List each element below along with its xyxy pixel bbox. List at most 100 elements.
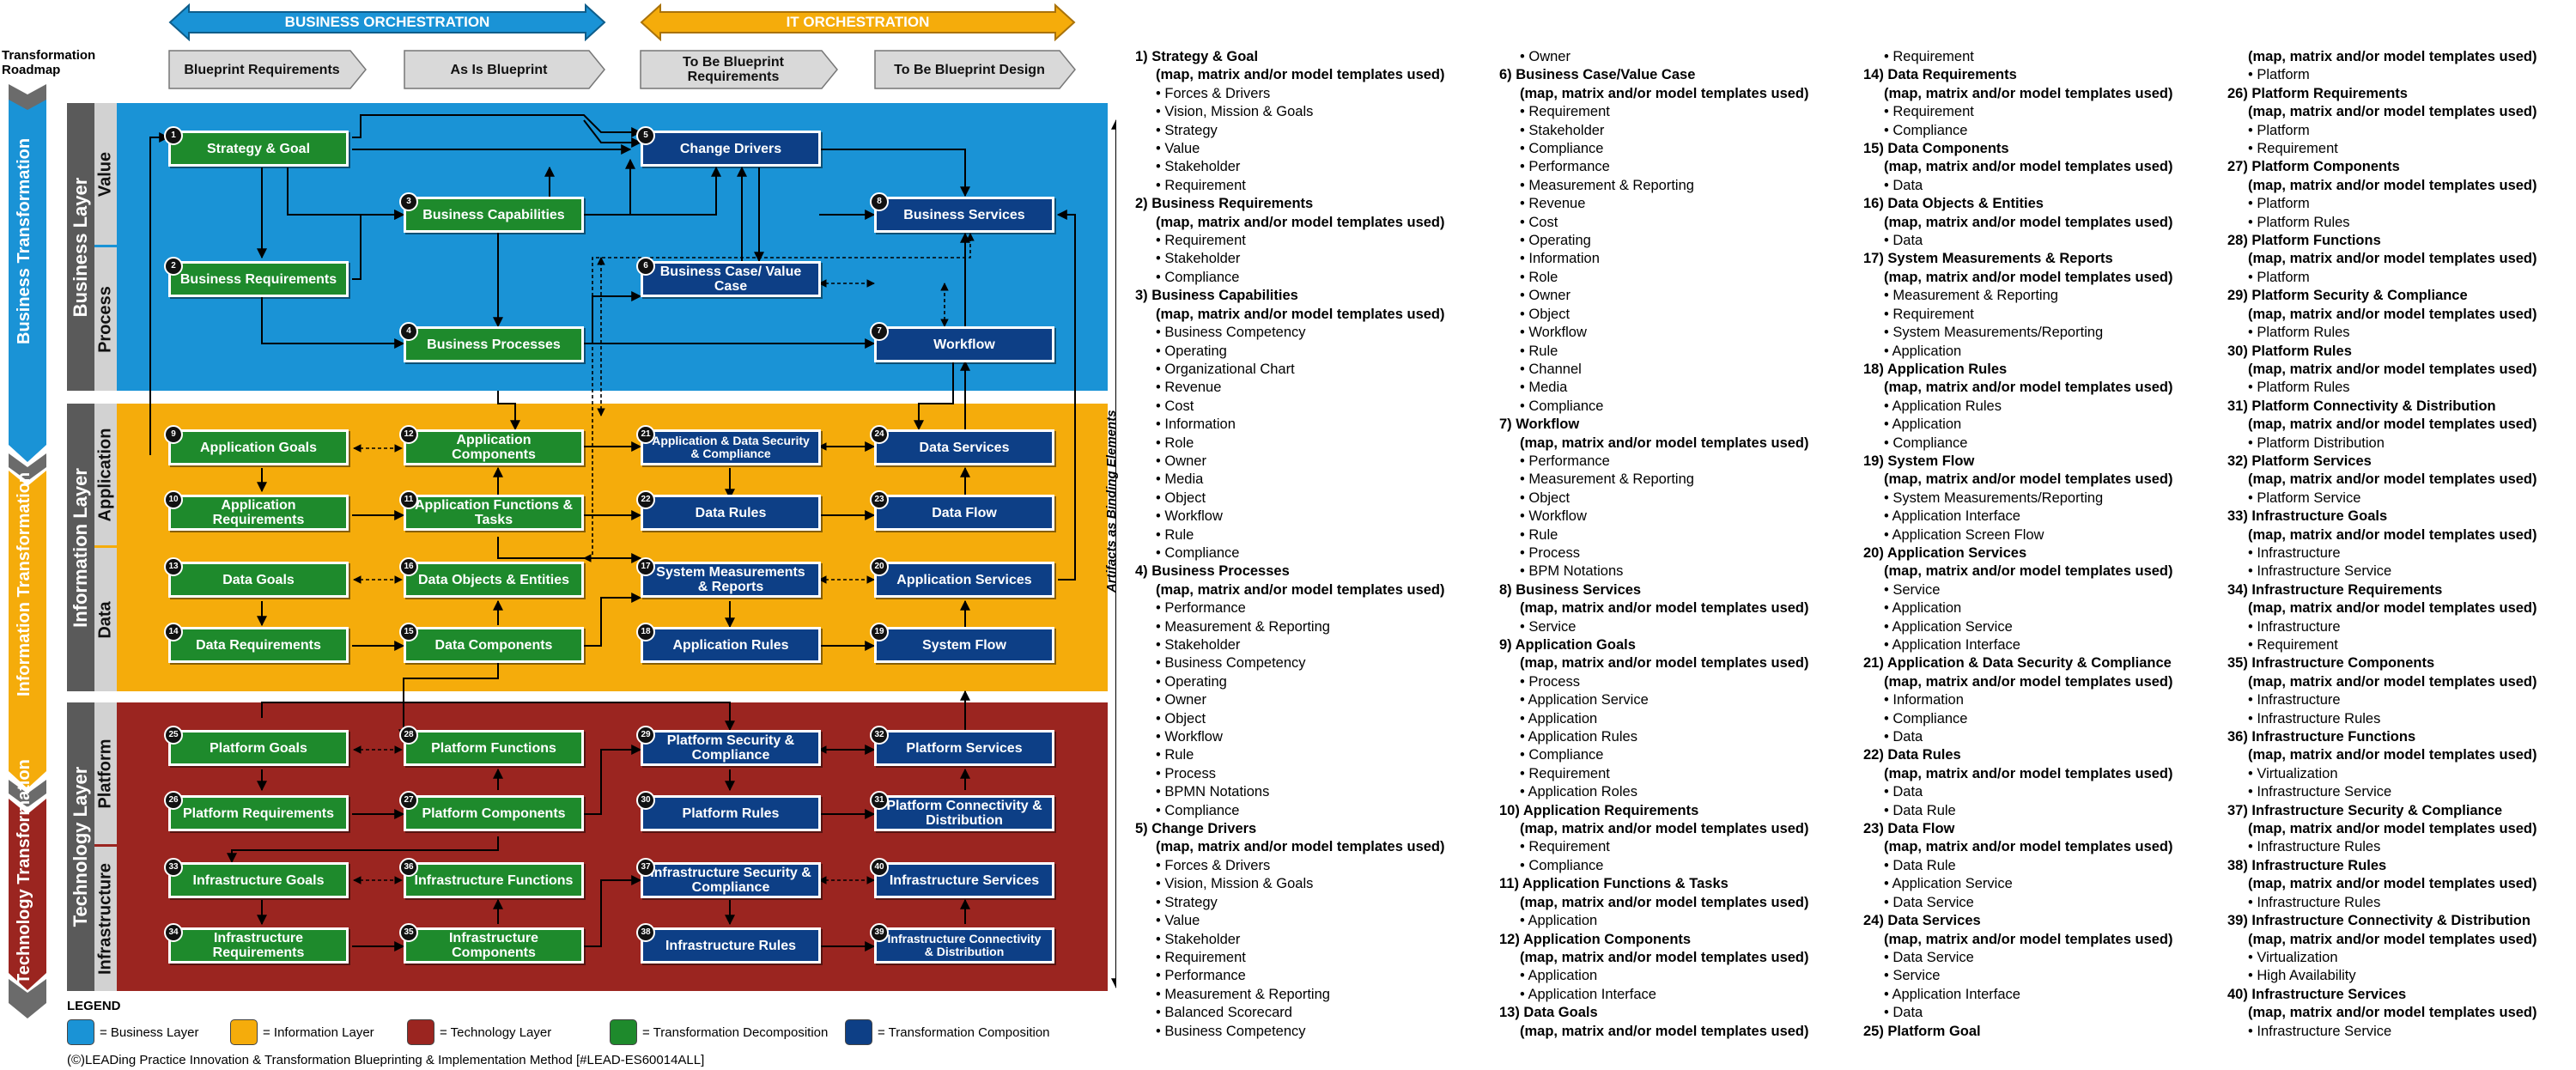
artifact-bullet: • Measurement & Reporting: [1156, 986, 1330, 1002]
artifact-bullet: • Infrastructure Service: [2248, 563, 2392, 580]
artifact-bullet: • Workflow: [1156, 729, 1223, 745]
artifact-bullet: • Data: [1884, 729, 1923, 745]
artifact-bullet: • Object: [1156, 710, 1206, 727]
legend-swatch: [407, 1019, 434, 1045]
artifact-bullet: • Owner: [1156, 453, 1206, 469]
artifact-bullet: • Strategy: [1156, 122, 1218, 138]
artifact-bullet: • Compliance: [1884, 435, 1968, 451]
artifact-bullet: • Operating: [1156, 673, 1227, 690]
artifact-bullet: • Channel: [1520, 361, 1582, 377]
artifact-bullet: • Vision, Mission & Goals: [1156, 876, 1314, 892]
chevron-shape: [640, 50, 838, 89]
legend-swatch: [67, 1019, 94, 1045]
artifact-bullet: • Forces & Drivers: [1156, 857, 1271, 873]
chevron-shape: [404, 50, 605, 89]
artifact-bullet: • Process: [1520, 673, 1580, 690]
artifact-bullet: • Service: [1884, 581, 1941, 598]
legend-swatch: [845, 1019, 872, 1045]
artifact-bullet: • Information: [1884, 692, 1964, 708]
artifact-heading: 39) Infrastructure Connectivity & Distri…: [2227, 913, 2530, 929]
artifact-bullet: • Data Rule: [1884, 802, 1956, 818]
artifact-bullet: • Rule: [1156, 747, 1194, 763]
artifact-bullet: • Data Rule: [1884, 857, 1956, 873]
artifact-bullet: • Cost: [1156, 398, 1194, 414]
artifact-subheading: (map, matrix and/or model templates used…: [1520, 1023, 1809, 1039]
chevron-shape: [168, 50, 367, 89]
artifact-heading: 31) Platform Connectivity & Distribution: [2227, 398, 2496, 414]
artifact-bullet: • Media: [1156, 471, 1204, 488]
application-sublayer-label: Application: [94, 404, 117, 545]
artifact-bullet: • Application: [1884, 416, 1962, 433]
artifact-heading: 16) Data Objects & Entities: [1863, 196, 2044, 212]
artifact-subheading: (map, matrix and/or model templates used…: [2248, 306, 2537, 322]
artifact-subheading: (map, matrix and/or model templates used…: [1884, 673, 2173, 690]
artifact-subheading: (map, matrix and/or model templates used…: [2248, 251, 2537, 267]
platform-sublayer-label: Platform: [94, 702, 117, 844]
artifact-bullet: • Role: [1156, 435, 1194, 451]
artifact-bullet: • Application: [1520, 913, 1598, 929]
artifact-heading: 20) Application Services: [1863, 544, 2027, 561]
artifact-heading: 6) Business Case/Value Case: [1499, 67, 1696, 83]
artifact-subheading: (map, matrix and/or model templates used…: [2248, 526, 2537, 543]
artifact-bullet: • System Measurements/Reporting: [1884, 489, 2104, 506]
artifact-bullet: • Application Screen Flow: [1884, 526, 2044, 543]
artifact-subheading: (map, matrix and/or model templates used…: [1156, 839, 1445, 855]
artifact-bullet: • Compliance: [1156, 269, 1240, 285]
artifact-bullet: • Balanced Scorecard: [1156, 1005, 1292, 1021]
artifact-heading: 4) Business Processes: [1135, 563, 1290, 580]
it-orchestration-banner: IT ORCHESTRATION: [640, 3, 1076, 41]
artifact-subheading: (map, matrix and/or model templates used…: [1884, 765, 2173, 781]
artifact-bullet: • Stakeholder: [1156, 159, 1241, 175]
artifact-subheading: (map, matrix and/or model templates used…: [2248, 1005, 2537, 1021]
artifact-heading: 3) Business Capabilities: [1135, 288, 1298, 304]
double-arrow-icon: [168, 3, 606, 41]
artifact-heading: 12) Application Components: [1499, 931, 1692, 947]
artifact-bullet: • Compliance: [1520, 398, 1604, 414]
artifact-bullet: • Stakeholder: [1156, 251, 1241, 267]
artifact-bullet: • Organizational Chart: [1156, 361, 1295, 377]
legend-title: LEGEND: [67, 999, 121, 1013]
artifact-subheading: (map, matrix and/or model templates used…: [1884, 214, 2173, 230]
artifact-bullet: • Infrastructure Service: [2248, 1023, 2392, 1039]
